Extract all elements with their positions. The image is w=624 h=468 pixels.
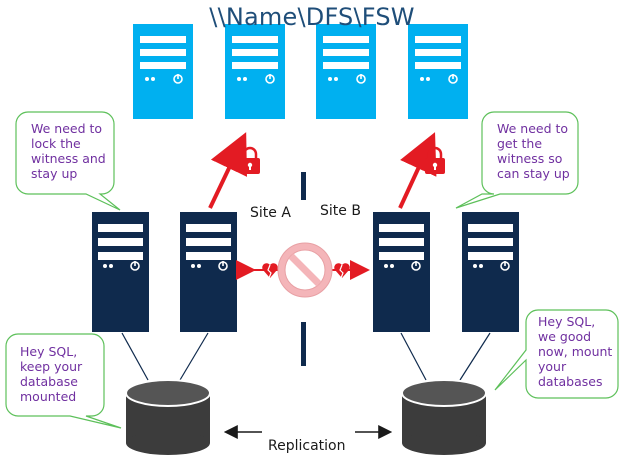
connector-line	[400, 332, 427, 381]
speech-bubble-top-right	[455, 111, 579, 209]
lock-icon	[425, 146, 445, 174]
site-divider-top	[301, 172, 306, 200]
site-a-server-2-icon	[180, 212, 237, 332]
bubble-text-top-left: We need to lock the witness and stay up	[31, 121, 106, 181]
speech-bubble-bottom-right	[494, 309, 619, 399]
bubble-text-top-right: We need to get the witness so can stay u…	[497, 121, 570, 181]
site-a-label: Site A	[250, 205, 291, 221]
broken-heart-icon	[262, 263, 278, 279]
no-entry-icon	[277, 242, 333, 298]
lock-request-arrow-a	[208, 132, 247, 209]
replication-label: Replication	[268, 438, 346, 454]
site-b-label: Site B	[320, 203, 361, 219]
fsw-server-2-icon	[225, 24, 285, 119]
connector-line	[459, 332, 491, 381]
connector-line	[179, 332, 209, 381]
lock-icon	[240, 146, 260, 174]
speech-bubble-bottom-left	[5, 333, 122, 429]
broken-heart-icon	[334, 263, 350, 279]
speech-bubble-top-left	[15, 111, 121, 211]
bubble-text-bottom-left: Hey SQL, keep your database mounted	[20, 344, 83, 404]
bubble-text-bottom-right: Hey SQL, we good now, mount your databas…	[538, 314, 613, 389]
lock-request-arrow-b	[398, 132, 437, 209]
database-a-icon	[125, 379, 211, 455]
fsw-server-1-icon	[133, 24, 193, 119]
site-b-server-1-icon	[373, 212, 430, 332]
database-b-icon	[401, 379, 487, 455]
fsw-server-3-icon	[316, 24, 376, 119]
page-title: \\Name\DFS\FSW	[209, 3, 415, 31]
site-b-server-2-icon	[462, 212, 519, 332]
fsw-server-4-icon	[408, 24, 468, 119]
site-divider-bottom	[301, 322, 306, 366]
connector-line	[121, 332, 149, 381]
site-a-server-1-icon	[92, 212, 149, 332]
